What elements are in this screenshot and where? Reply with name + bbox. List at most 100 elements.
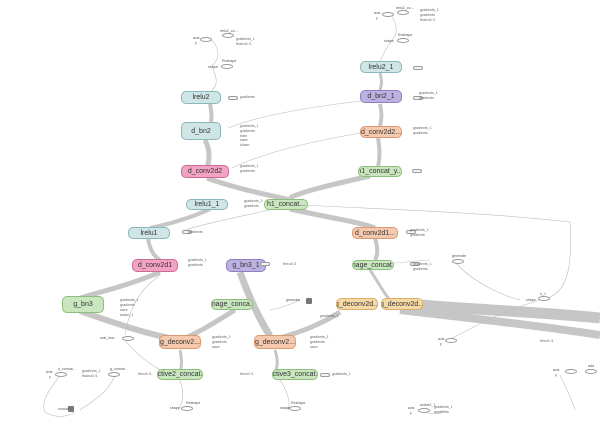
- label-h1: h_1: [540, 292, 546, 296]
- op-shape-left[interactable]: [221, 64, 233, 69]
- label-axis-mid: axis: [438, 337, 445, 341]
- const-4: [412, 169, 422, 173]
- label-reshape-left: Reshape: [222, 59, 237, 63]
- label-active2-1: active2_1: [420, 403, 436, 407]
- label-adam-dbn2: Adam: [240, 143, 250, 147]
- op-axis-top-right[interactable]: [382, 12, 394, 17]
- label-gradients-dconcat-b: fbaixu0 /1: [82, 374, 98, 378]
- node-h1_concat_y[interactable]: h1_concat_y...: [358, 166, 402, 177]
- label-gradients-lrelu1-2: gradients: [244, 204, 259, 208]
- label-concat-bottom: concat: [58, 407, 69, 411]
- label-axis-top-left: axis: [193, 36, 200, 40]
- op-active2_1[interactable]: [418, 408, 430, 413]
- node-active3_concat[interactable]: active3_concat...: [272, 369, 318, 380]
- op-concat-box-1[interactable]: [306, 298, 312, 304]
- op-lrelu2_co-right[interactable]: [397, 10, 409, 15]
- label-add-bottom-right: add: [588, 364, 594, 368]
- edge-group-thick: [79, 72, 600, 373]
- node-g_deconv2d-a[interactable]: g_deconv2d...: [336, 298, 378, 310]
- label-save-dbn2: save: [240, 138, 248, 142]
- label-dconcat-right: g_concat..: [110, 367, 127, 371]
- node-lrelu2[interactable]: lrelu2: [181, 91, 221, 104]
- label-save-gdeconv2: save: [310, 345, 318, 349]
- label-axis-top-right: axis: [374, 11, 381, 15]
- op-y-mid[interactable]: [445, 338, 457, 343]
- node-g_bn3[interactable]: g_bn3: [62, 296, 104, 313]
- label-flexu-mid: flexu0 /1: [240, 372, 254, 376]
- node-d_conv2d1-a[interactable]: d_conv2d1...: [352, 227, 398, 239]
- node-d_bn2_1[interactable]: d_bn2_1: [360, 90, 402, 103]
- label-gradients-dconv2d1-d: gradients: [188, 263, 203, 267]
- label-shape-bottom-left: shape: [170, 406, 180, 410]
- op-d-concat-right[interactable]: [108, 372, 120, 377]
- label-gradients-gbn3-b: gradients: [120, 303, 135, 307]
- label-gradients-lrelu1-1: gradients_1: [244, 199, 263, 203]
- label-gradients-right-2: gradients: [413, 131, 428, 135]
- op-shape-bottom-left[interactable]: [181, 406, 193, 411]
- const-7: [182, 230, 192, 234]
- label-shape-bottom-mid: shape: [280, 406, 290, 410]
- node-g_deconv2-a[interactable]: g_deconv2...: [159, 335, 201, 349]
- node-g_deconv2d-b[interactable]: g_deconv2d...: [381, 298, 423, 310]
- label-gradients-top-right-b: gradients: [420, 13, 435, 17]
- op-shape-right[interactable]: [397, 38, 409, 43]
- op-add-right[interactable]: [585, 369, 597, 374]
- label-y-top-left: y: [195, 41, 197, 45]
- op-d-concat-left[interactable]: [55, 372, 67, 377]
- label-gradients-gdeconv-a: gradients_1: [212, 335, 231, 339]
- label-gradients-dconv2d1-b: gradients: [410, 233, 425, 237]
- op-axis-top-left[interactable]: [200, 37, 212, 42]
- op-lrelu2_co[interactable]: [222, 33, 234, 38]
- label-gradients-right-1: gradients_1: [413, 126, 432, 130]
- const-9: [260, 262, 270, 266]
- label-lrelu2co: lrelu2_co...: [220, 29, 238, 33]
- node-g_deconv2-b[interactable]: g_deconv2...: [254, 335, 296, 349]
- node-image_concat-b[interactable]: image_conca...: [211, 299, 253, 310]
- label-shape-left: shape: [208, 65, 218, 69]
- op-concat-box-2[interactable]: [68, 406, 74, 412]
- label-reshape-bottom-left: Reshape: [186, 401, 201, 405]
- node-active2_concat[interactable]: active2_concat...: [157, 369, 203, 380]
- node-h1_concat[interactable]: h1_concat...: [264, 199, 308, 210]
- label-gradients-active3: gradients_1: [332, 372, 351, 376]
- label-gradients-imgconcat-a: gradients_1: [413, 262, 432, 266]
- label-gradients-gdeconv2d-a: gradients_1: [320, 314, 339, 318]
- label-y-bottom-left: y: [49, 375, 51, 379]
- node-d_conv2d2-a[interactable]: d_conv2d2...: [360, 126, 402, 138]
- node-lrelu1_1[interactable]: lrelu1_1: [186, 199, 228, 210]
- label-gradients-dconv2d2-1: gradients_1: [240, 164, 259, 168]
- label-lrelu2co-right: lrelu2_co...: [396, 6, 414, 10]
- const-5: [406, 230, 416, 234]
- label-y-active2: y: [410, 411, 412, 415]
- const-2: [413, 96, 423, 100]
- label-gradients-dconv2d1-a: gradients_1: [410, 228, 429, 232]
- node-lrelu2_1[interactable]: lrelu2_1: [360, 61, 402, 73]
- label-axis-active2: axis: [408, 406, 415, 410]
- node-d_conv2d1[interactable]: d_conv2d1: [132, 259, 178, 272]
- label-gradients-gdeconv2-a: gradients_1: [310, 335, 329, 339]
- label-gradients-dconv2d1-c: gradients_1: [188, 258, 207, 262]
- op-axis-bottom-right[interactable]: [565, 369, 577, 374]
- node-d_conv2d2[interactable]: d_conv2d2: [181, 165, 229, 178]
- label-gradients-right-3: gradients_1: [419, 91, 438, 95]
- op-real-ima[interactable]: [122, 336, 134, 341]
- label-gradients-lrelu2: gradients: [240, 95, 255, 99]
- node-image_concat-a[interactable]: image_concat...: [352, 260, 394, 270]
- node-d_bn2[interactable]: d_bn2: [181, 122, 221, 140]
- label-gradients-dbn2-1: gradients_1: [240, 124, 259, 128]
- op-h1[interactable]: [538, 296, 550, 301]
- label-gradients-gbn3-a: gradients_1: [120, 298, 139, 302]
- label-gradients-imgconcat-b: gradients: [413, 267, 428, 271]
- label-flexu-mid2: flexu0 /1: [283, 262, 297, 266]
- label-axis-bottom-right: axis: [553, 368, 560, 372]
- label-gradients-gdeconv2-b: gradients: [310, 340, 325, 344]
- op-generate[interactable]: [452, 259, 464, 264]
- label-gradients-top-right-c: fbaixu0 /1: [420, 18, 436, 22]
- label-gradients-dbn2-2: gradients: [240, 129, 255, 133]
- label-gradients-gdeconv-b: gradients: [212, 340, 227, 344]
- op-shape-bottom-mid[interactable]: [289, 406, 301, 411]
- node-lrelu1[interactable]: lrelu1: [128, 227, 170, 239]
- label-reshape-bottom-mid: Reshape: [291, 401, 306, 405]
- label-axis-bottom-left: axis: [46, 370, 53, 374]
- label-save-gdeconv: save: [212, 345, 220, 349]
